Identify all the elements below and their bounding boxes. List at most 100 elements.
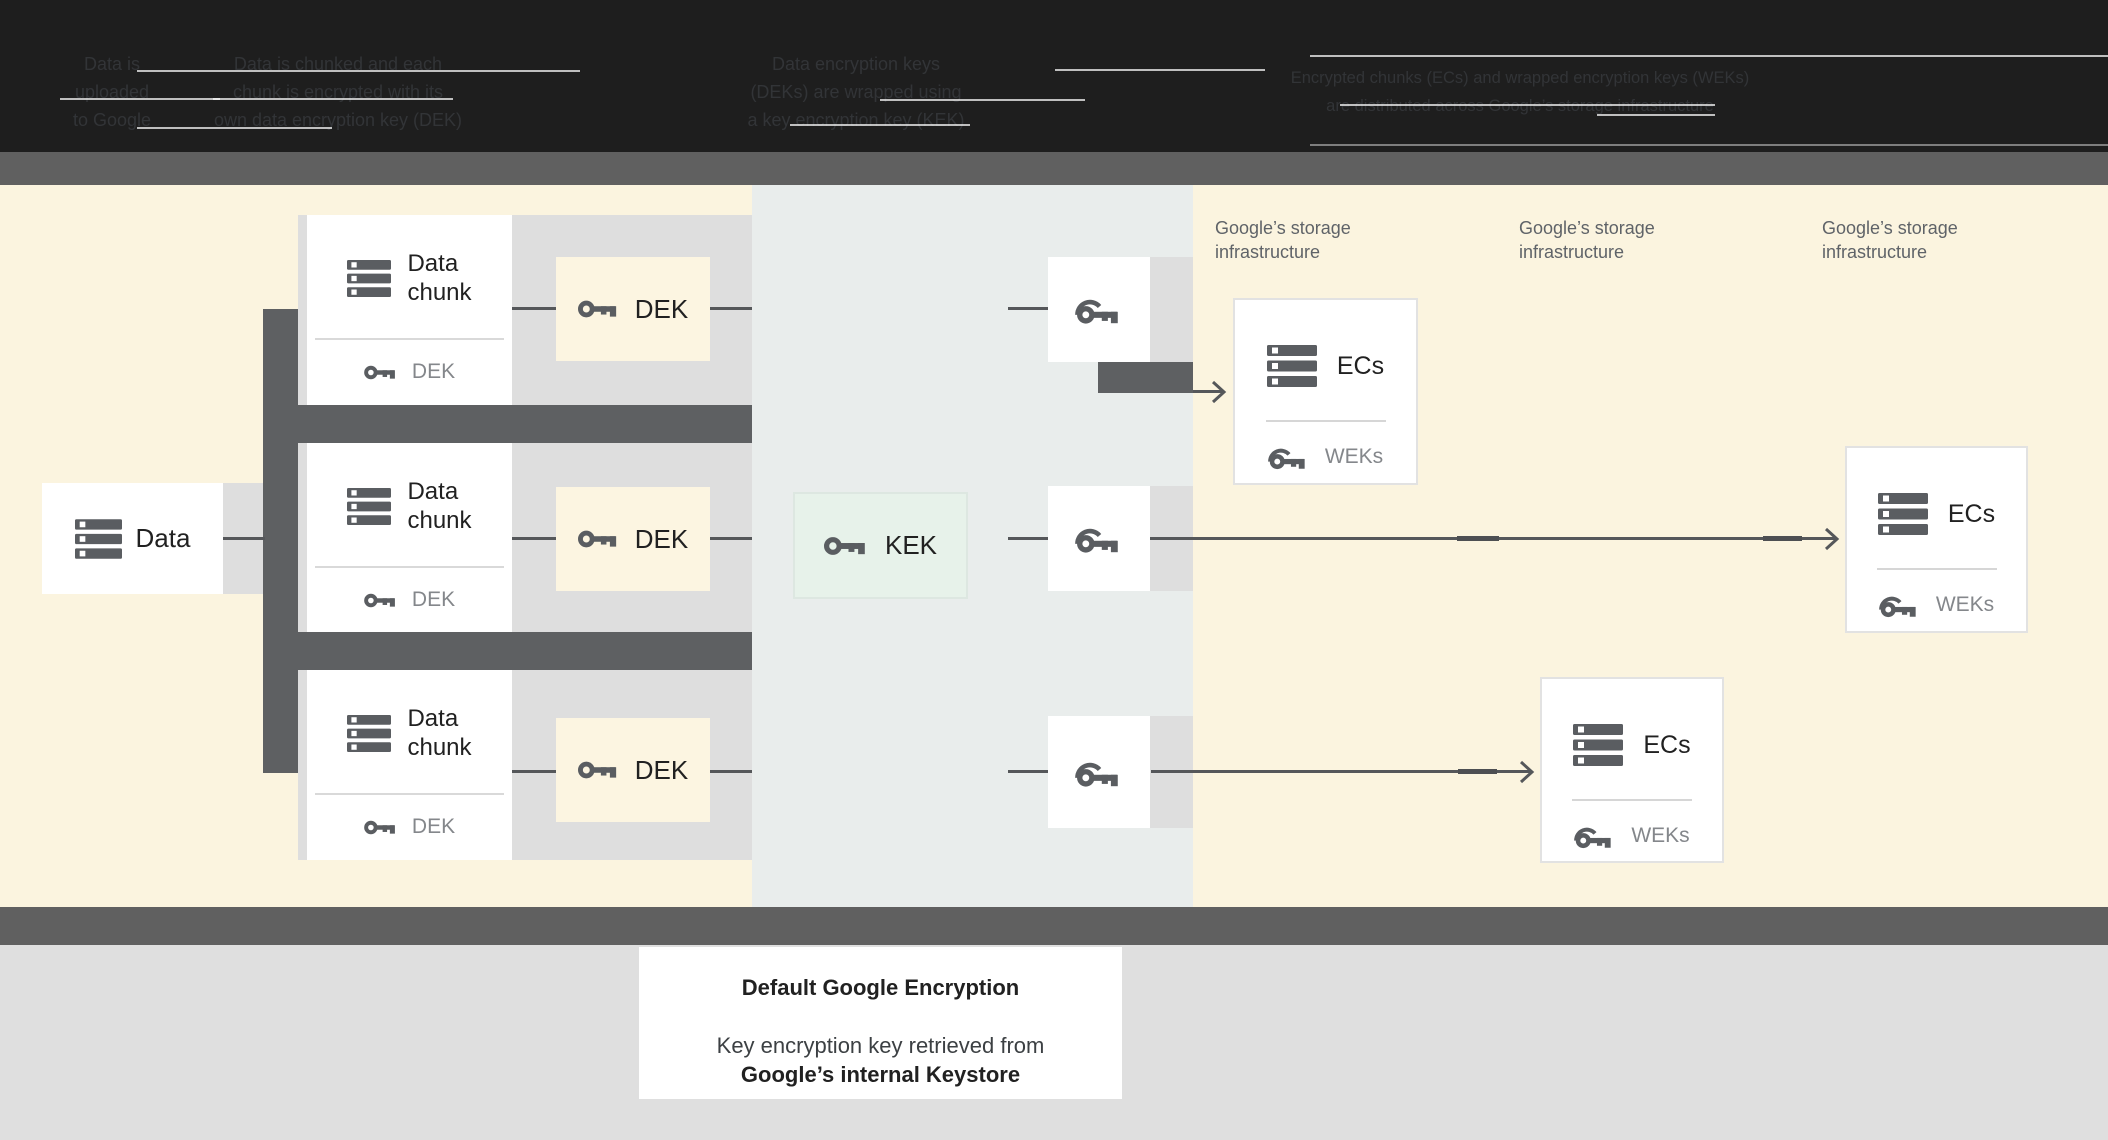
connector-line bbox=[512, 537, 556, 540]
ecs-top: ECs bbox=[1235, 312, 1416, 420]
data-chunk-title-line: Data bbox=[407, 250, 459, 277]
arrowhead-icon bbox=[1211, 380, 1227, 404]
data-chunk-key-label: DEK bbox=[411, 588, 456, 611]
dek-box: DEK bbox=[556, 718, 710, 822]
dek-box-label: DEK bbox=[634, 754, 689, 785]
header-step-2-line: own data encryption key (DEK) bbox=[213, 110, 463, 130]
arrow-to-ecs-1 bbox=[1193, 390, 1223, 393]
wrapped-key-icon bbox=[1075, 521, 1124, 556]
data-chunk-key-label: DEK bbox=[411, 815, 456, 838]
header-step-4-line: are distributed across Google’s storage … bbox=[1326, 97, 1714, 115]
storage-label-line: infrastructure bbox=[1215, 242, 1321, 262]
data-chunk-top: Data chunk bbox=[315, 218, 504, 340]
header-step-2-line: Data is chunked and each bbox=[233, 54, 443, 74]
data-box: Data bbox=[42, 483, 223, 594]
arrow-to-ecs-3 bbox=[1151, 770, 1531, 773]
wrapped-key-box bbox=[1048, 716, 1150, 828]
caption-title: Default Google Encryption bbox=[741, 975, 1020, 1000]
caption-body-bold-line: Google’s internal Keystore bbox=[740, 1062, 1021, 1087]
connector-line bbox=[710, 537, 752, 540]
weks-label: WEKs bbox=[1324, 445, 1384, 468]
trunk-bar bbox=[263, 309, 298, 773]
server-icon bbox=[347, 488, 391, 525]
key-icon bbox=[578, 758, 621, 782]
ecs-top: ECs bbox=[1542, 691, 1722, 799]
glitch-line bbox=[1340, 104, 1715, 106]
glitch-line bbox=[790, 124, 970, 126]
glitch-line bbox=[60, 98, 220, 100]
key-icon bbox=[364, 363, 399, 382]
wrapped-key-icon bbox=[1075, 292, 1124, 327]
key-icon bbox=[578, 297, 621, 321]
data-chunk-key-row: DEK bbox=[307, 795, 512, 859]
wrapped-key-box bbox=[1048, 257, 1150, 362]
ecs-box: ECs WEKs bbox=[1540, 677, 1724, 863]
ecs-box: ECs WEKs bbox=[1845, 446, 2028, 633]
storage-label-line: Google’s storage bbox=[1519, 218, 1655, 238]
header-step-1-line: Data is bbox=[83, 54, 141, 74]
key-icon bbox=[578, 527, 621, 551]
glitch-line bbox=[213, 98, 453, 100]
data-chunk-title: Data chunk bbox=[407, 477, 471, 535]
arrowhead-icon bbox=[1824, 527, 1840, 551]
data-chunk-box: Data chunk DEK bbox=[307, 443, 512, 632]
server-icon bbox=[1267, 345, 1317, 387]
dek-box: DEK bbox=[556, 487, 710, 591]
arrowhead-icon bbox=[1519, 760, 1535, 784]
header-step-4-line: Encrypted chunks (ECs) and wrapped encry… bbox=[1290, 69, 1750, 87]
header-step-3-line: Data encryption keys bbox=[771, 54, 941, 74]
glitch-line bbox=[1310, 144, 2108, 146]
data-box-label: Data bbox=[135, 523, 191, 553]
glitch-line bbox=[1597, 114, 1715, 116]
glitch-line bbox=[880, 99, 1085, 101]
storage-label-line: infrastructure bbox=[1519, 242, 1625, 262]
header-step-2-line: chunk is encrypted with its bbox=[232, 82, 444, 102]
glitch-line bbox=[137, 70, 580, 72]
storage-label-line: Google’s storage bbox=[1215, 218, 1351, 238]
header-step-3: Data encryption keys (DEKs) are wrapped … bbox=[700, 50, 1012, 134]
header-step-1: Data is uploaded to Google bbox=[12, 50, 212, 134]
keybox-band bbox=[1150, 257, 1193, 362]
arrow-segment bbox=[1457, 536, 1499, 541]
key-icon bbox=[824, 533, 870, 559]
storage-label: Google’s storage infrastructure bbox=[1822, 216, 2042, 264]
wrapped-key-icon bbox=[1574, 821, 1616, 851]
storage-label-line: infrastructure bbox=[1822, 242, 1928, 262]
header-step-2: Data is chunked and each chunk is encryp… bbox=[182, 50, 494, 134]
row-divider-bar-1 bbox=[263, 405, 752, 443]
connector-line bbox=[1008, 307, 1048, 310]
header-step-1-line: uploaded bbox=[74, 82, 150, 102]
ecs-divider bbox=[1265, 420, 1386, 422]
dek-box: DEK bbox=[556, 257, 710, 361]
caption-body-line: Key encryption key retrieved from bbox=[716, 1033, 1045, 1058]
data-chunk-title-line: Data bbox=[407, 705, 459, 732]
arrow-segment bbox=[1458, 769, 1497, 774]
key-icon bbox=[364, 591, 399, 610]
data-chunk-key-label: DEK bbox=[411, 360, 456, 383]
row-divider-bar-2 bbox=[263, 632, 752, 670]
connector-line bbox=[1008, 537, 1048, 540]
wrap-output-bar bbox=[1098, 362, 1193, 393]
header-step-4: Encrypted chunks (ECs) and wrapped encry… bbox=[1180, 64, 1860, 120]
data-chunk-title-line: chunk bbox=[407, 734, 472, 761]
header-band: Data is uploaded to Google Data is chunk… bbox=[0, 0, 2108, 152]
data-chunk-title-line: Data bbox=[407, 478, 459, 505]
connector-line bbox=[710, 770, 752, 773]
connector-line bbox=[223, 537, 265, 540]
kek-box: KEK bbox=[793, 492, 968, 599]
data-chunk-title-line: chunk bbox=[407, 507, 472, 534]
header-step-3-line: a key encryption key (KEK) bbox=[747, 110, 965, 130]
glitch-line bbox=[137, 127, 332, 129]
connector-line bbox=[710, 307, 752, 310]
data-chunk-title: Data chunk bbox=[407, 249, 471, 307]
weks-label: WEKs bbox=[1935, 593, 1995, 616]
connector-line bbox=[512, 307, 556, 310]
header-step-1-line: to Google bbox=[72, 110, 152, 130]
data-chunk-top: Data chunk bbox=[315, 673, 504, 795]
server-icon bbox=[1573, 724, 1623, 766]
data-chunk-title: Data chunk bbox=[407, 704, 471, 762]
caption-box: Default Google Encryption Key encryption… bbox=[639, 947, 1122, 1099]
wrapped-key-box bbox=[1048, 486, 1150, 591]
wrapped-key-icon bbox=[1268, 442, 1310, 472]
